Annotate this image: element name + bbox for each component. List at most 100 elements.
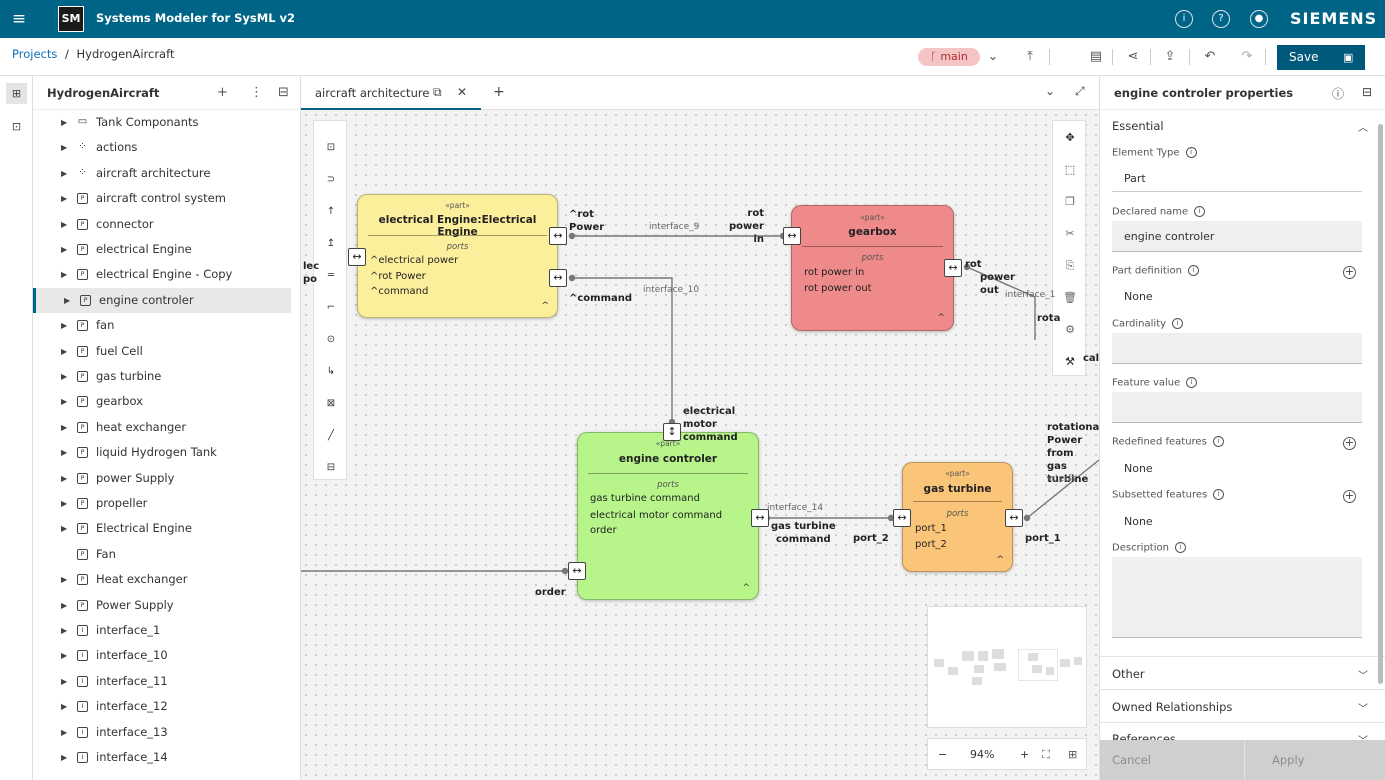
properties-scrollbar[interactable] bbox=[1378, 124, 1383, 684]
part-tool-icon[interactable]: ⊡ bbox=[326, 142, 336, 153]
section-owned-relationships[interactable]: Owned Relationships bbox=[1112, 700, 1233, 714]
undo-icon[interactable]: ↶ bbox=[1204, 49, 1216, 64]
description-textarea[interactable] bbox=[1112, 557, 1362, 638]
add-tab-button[interactable]: + bbox=[493, 84, 505, 100]
magic-wand-icon[interactable]: ⚒ bbox=[1065, 355, 1075, 368]
action-tool-icon[interactable]: ⊃ bbox=[326, 174, 336, 185]
node-gearbox[interactable]: «part» gearbox ports rot power in rot po… bbox=[791, 205, 954, 331]
collapse-icon[interactable]: ^ bbox=[742, 583, 750, 593]
expand-arrow-icon[interactable]: ▶ bbox=[61, 600, 68, 610]
expand-arrow-icon[interactable]: ▶ bbox=[61, 524, 68, 534]
port-handle-rot-power-in[interactable]: ↔ bbox=[783, 227, 801, 245]
edge-tool-icon[interactable]: ↳ bbox=[326, 366, 336, 377]
collapse-icon[interactable]: ^ bbox=[996, 555, 1004, 565]
port-item[interactable]: order bbox=[590, 525, 617, 536]
expand-arrow-icon[interactable]: ▶ bbox=[61, 702, 68, 712]
expand-arrow-icon[interactable]: ▶ bbox=[61, 727, 68, 737]
collapse-icon[interactable]: ^ bbox=[937, 313, 945, 323]
fullscreen-icon[interactable]: ⤢ bbox=[1075, 84, 1085, 98]
port-handle-command[interactable]: ↔ bbox=[549, 269, 567, 287]
move-icon[interactable]: ✥ bbox=[1065, 131, 1075, 144]
user-icon[interactable]: ● bbox=[1250, 10, 1268, 28]
expand-arrow-icon[interactable]: ▶ bbox=[61, 372, 68, 381]
diagram-canvas[interactable]: ⊡ ⊃ ↑ ↥ ═ ⌐ ⊙ ↳ ⊠ ╱ ⊟ ✥ ⬚ ❐ ✂ ⎘ 🗑 ⚙ ⚒ «p… bbox=[301, 110, 1099, 780]
port-handle-rot-power[interactable]: ↔ bbox=[549, 227, 567, 245]
info-icon[interactable]: ⓘ bbox=[1332, 87, 1345, 101]
tab-aircraft-architecture[interactable]: aircraft architecture ⧉ ✕ bbox=[301, 76, 481, 110]
port-item[interactable]: rot power out bbox=[804, 283, 872, 294]
add-icon[interactable]: + bbox=[217, 85, 228, 100]
chevron-down-icon[interactable]: ⌄ bbox=[987, 49, 999, 64]
upload-icon[interactable]: ⇪ bbox=[1164, 49, 1176, 64]
tree-item[interactable]: ▶▭Tank Componants bbox=[33, 110, 291, 135]
declared-name-input[interactable]: engine controler bbox=[1112, 221, 1362, 252]
section-other[interactable]: Other bbox=[1112, 667, 1145, 681]
cut-icon[interactable]: ✂ bbox=[1065, 227, 1075, 240]
help-icon[interactable]: ? bbox=[1212, 10, 1230, 28]
copy-icon[interactable]: ❐ bbox=[1065, 195, 1075, 208]
chevron-down-icon[interactable]: ﹀ bbox=[1358, 671, 1368, 682]
expand-arrow-icon[interactable]: ▶ bbox=[61, 422, 68, 432]
connector-tool-icon[interactable]: ⌐ bbox=[326, 302, 336, 313]
expand-arrow-icon[interactable]: ▶ bbox=[61, 346, 68, 356]
expand-arrow-icon[interactable]: ▶ bbox=[61, 753, 68, 762]
expand-arrow-icon[interactable]: ▶ bbox=[61, 676, 68, 686]
zoom-in-button[interactable]: + bbox=[1020, 748, 1030, 761]
expand-arrow-icon[interactable]: ▶ bbox=[61, 245, 68, 254]
expand-arrow-icon[interactable]: ▶ bbox=[61, 499, 68, 508]
select-icon[interactable]: ⬚ bbox=[1064, 163, 1076, 176]
expand-arrow-icon[interactable]: ▶ bbox=[61, 194, 68, 204]
share-icon[interactable]: ⋖ bbox=[1127, 49, 1139, 64]
settings-icon[interactable]: ⚙ bbox=[1065, 323, 1075, 336]
port-handle-gas-turbine-command[interactable]: ↔ bbox=[751, 509, 769, 527]
paste-icon[interactable]: ⎘ bbox=[1065, 259, 1075, 272]
branch-badge[interactable]: ᚴ main bbox=[918, 48, 980, 66]
cancel-button[interactable]: Cancel bbox=[1112, 753, 1151, 767]
expand-arrow-icon[interactable]: ▶ bbox=[61, 575, 68, 585]
equals-tool-icon[interactable]: ═ bbox=[327, 270, 335, 281]
interface-tool-icon[interactable]: ⊙ bbox=[326, 334, 336, 345]
apply-button[interactable]: Apply bbox=[1272, 753, 1305, 767]
info-icon[interactable]: i bbox=[1175, 10, 1193, 28]
zoom-out-button[interactable]: − bbox=[938, 748, 948, 761]
merge-icon[interactable]: ⤒ bbox=[1027, 49, 1033, 64]
port-item[interactable]: port_2 bbox=[915, 539, 947, 550]
expand-arrow-icon[interactable]: ▶ bbox=[61, 651, 68, 661]
expand-arrow-icon[interactable]: ▶ bbox=[61, 448, 68, 458]
port-item[interactable]: ^rot Power bbox=[370, 271, 426, 282]
collapse-panel-icon[interactable]: ⊟ bbox=[278, 85, 289, 100]
close-icon[interactable]: ✕ bbox=[457, 85, 468, 99]
port-handle-order[interactable]: ↔ bbox=[568, 562, 586, 580]
expand-arrow-icon[interactable]: ▶ bbox=[61, 143, 68, 153]
history-icon[interactable]: ▤ bbox=[1089, 49, 1103, 64]
expand-arrow-icon[interactable]: ▶ bbox=[61, 626, 68, 635]
tree-item[interactable]: ▶⁘aircraft architecture bbox=[33, 161, 291, 186]
feature-value-input[interactable] bbox=[1112, 392, 1362, 423]
model-tree-icon[interactable]: ⊞ bbox=[6, 83, 27, 104]
port-item[interactable]: rot power in bbox=[804, 267, 865, 278]
collapse-icon[interactable]: ^ bbox=[541, 301, 549, 311]
arrow-up-tool-icon[interactable]: ↑ bbox=[326, 206, 336, 217]
frame-tool-icon[interactable]: ⊠ bbox=[326, 398, 336, 409]
minimap[interactable] bbox=[927, 606, 1087, 728]
chevron-up-icon[interactable]: ︿ bbox=[1358, 123, 1368, 134]
line-tool-icon[interactable]: ╱ bbox=[327, 430, 335, 441]
node-engine-controler[interactable]: «part» engine controler ports gas turbin… bbox=[577, 432, 759, 600]
port-handle-port-1[interactable]: ↔ bbox=[1005, 509, 1023, 527]
expand-arrow-icon[interactable]: ▶ bbox=[61, 270, 68, 280]
tree-item[interactable]: ▶⁘actions bbox=[33, 135, 291, 160]
